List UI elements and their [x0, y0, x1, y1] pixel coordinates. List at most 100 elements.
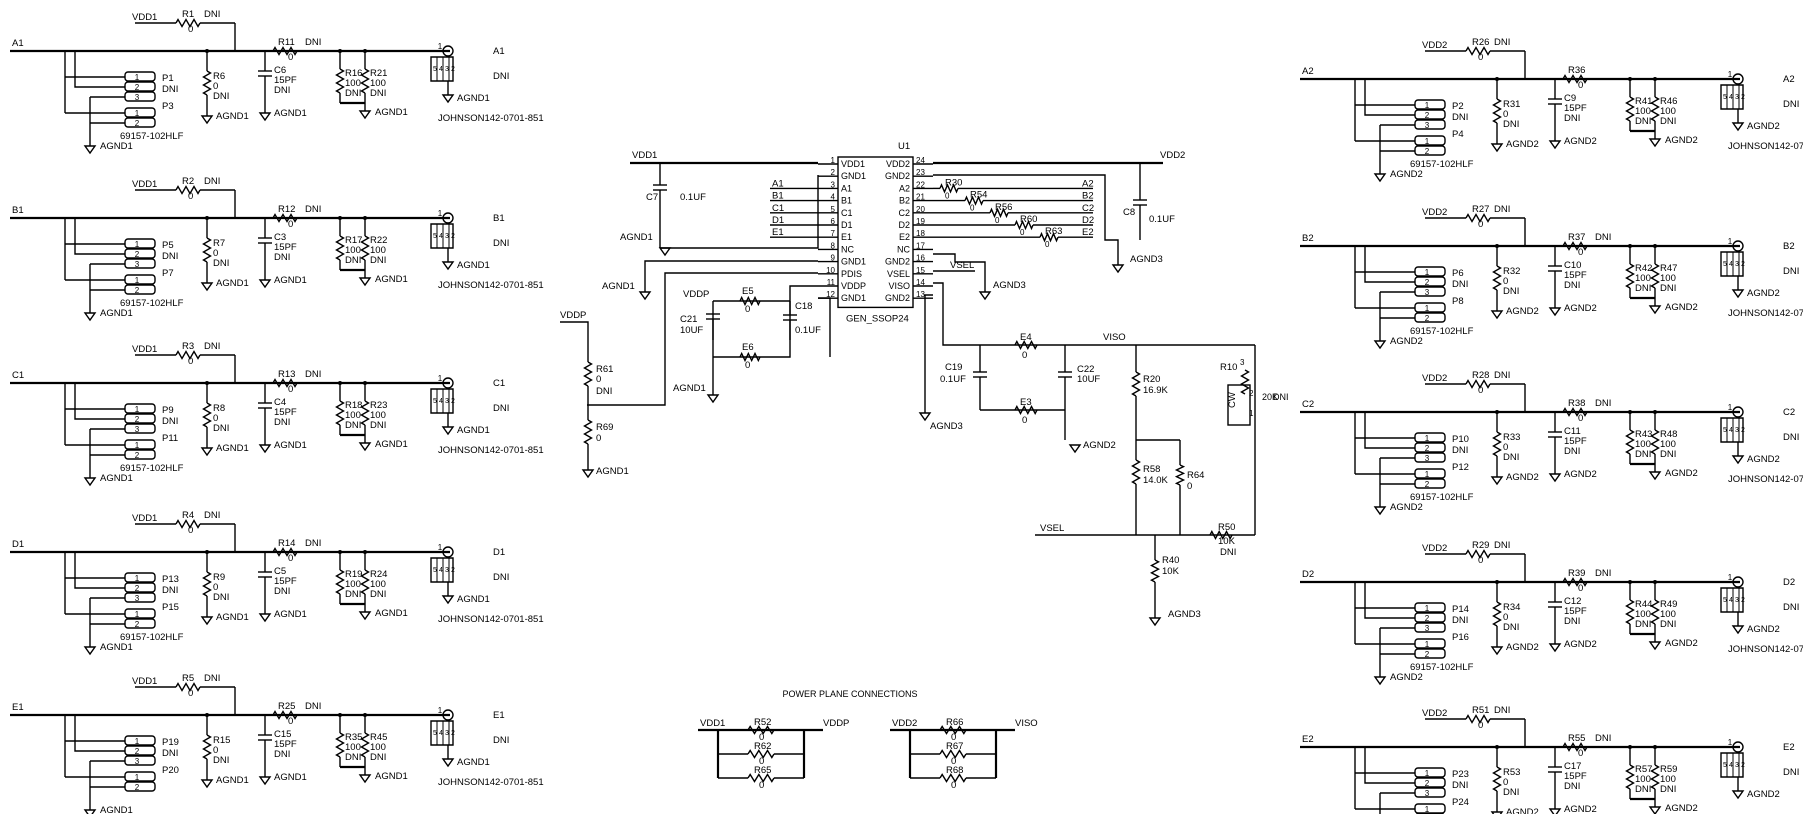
- termination-resistor: [360, 732, 370, 758]
- value-label: 10K: [1162, 566, 1180, 577]
- ref-label: R10: [1220, 362, 1237, 373]
- gnd-symbol: [258, 776, 272, 786]
- gnd-symbol: [200, 282, 214, 292]
- pin-name: A1: [841, 183, 852, 193]
- pin-num: 5: [433, 66, 437, 73]
- ref-label: R12: [278, 204, 295, 215]
- pin-num: 3: [1735, 762, 1739, 769]
- header-ref: P8: [1452, 296, 1464, 307]
- header-pin: [1414, 612, 1446, 623]
- pin-num: 3: [1425, 288, 1430, 297]
- value-label: 0: [1578, 583, 1583, 594]
- connector-body: [430, 720, 454, 746]
- gnd-label: AGND1: [100, 141, 133, 152]
- output-resistor: [272, 378, 298, 388]
- pin-num: 1: [1425, 769, 1430, 778]
- gnd-symbol: [1490, 646, 1504, 656]
- value-label: 10UF: [1077, 374, 1100, 385]
- header-pin: [124, 403, 156, 414]
- part-label: JOHNSON142-0701-851: [438, 280, 544, 291]
- header-pin: [124, 117, 156, 128]
- shunt-resistor: [1492, 601, 1502, 627]
- pin-num: 1: [135, 240, 140, 249]
- header-ref: P7: [162, 268, 174, 279]
- ref-label: R32: [1503, 266, 1520, 277]
- hdr-wire: [74, 218, 125, 255]
- dni-label: DNI: [213, 423, 229, 434]
- value-label: 100: [1635, 106, 1651, 117]
- pin-num: 23: [916, 168, 925, 177]
- dni-label: DNI: [305, 369, 321, 380]
- ref-label: R21: [370, 68, 387, 79]
- pin-name: E2: [899, 232, 910, 242]
- e5-bead: [739, 295, 761, 307]
- pin-num: 1: [1728, 738, 1733, 747]
- header-ref: P16: [1452, 632, 1469, 643]
- ref-label: E5: [742, 286, 754, 297]
- shunt-capacitor: [1548, 98, 1562, 105]
- series-resistor: [1039, 231, 1059, 243]
- dni-label: DNI: [345, 255, 361, 266]
- gnd-label: AGND2: [1390, 502, 1423, 513]
- termination-resistor: [335, 400, 345, 426]
- dni-label: DNI: [162, 416, 178, 427]
- net-label: D1: [12, 539, 24, 550]
- header-pin: [1414, 99, 1446, 110]
- value-label: 0: [1578, 80, 1583, 91]
- value-label: 0: [1478, 219, 1483, 230]
- dni-label: DNI: [1783, 432, 1799, 443]
- value-label: 15PF: [1564, 771, 1587, 782]
- gnd-symbol: [1490, 143, 1504, 153]
- pin-num: 4: [831, 193, 836, 202]
- header-pin: [124, 248, 156, 259]
- value-label: 100: [345, 742, 361, 753]
- pin-num: 2: [1425, 444, 1430, 453]
- dni-label: DNI: [305, 538, 321, 549]
- gnd-label: AGND1: [100, 308, 133, 319]
- connector-label: B2: [1783, 241, 1795, 252]
- value-label: 0: [1503, 612, 1508, 623]
- part-label: 69157-102HLF: [1410, 492, 1474, 503]
- gnd-symbol: [978, 291, 992, 301]
- shunt-resistor: [202, 571, 212, 597]
- part-label: JOHNSON142-0701-851: [1728, 308, 1803, 319]
- header-pin: [1414, 622, 1446, 633]
- gnd-symbol: [83, 809, 97, 814]
- dni-label: DNI: [1452, 445, 1468, 456]
- pin-num: 1: [438, 42, 443, 51]
- pin-name: GND1: [841, 171, 866, 181]
- gnd-symbol: [258, 112, 272, 122]
- value-label: 10UF: [680, 325, 703, 336]
- shunt-resistor: [1492, 431, 1502, 457]
- connector-center: [1732, 73, 1744, 85]
- header-ref: P6: [1452, 268, 1464, 279]
- pin-num: 3: [445, 398, 449, 405]
- pin-num: 3: [1425, 789, 1430, 798]
- gnd-symbol: [200, 447, 214, 457]
- termination-resistor: [1625, 96, 1635, 122]
- ref-label: R39: [1568, 568, 1585, 579]
- pin-num: 1: [1425, 304, 1430, 313]
- pin-num: 1: [1425, 268, 1430, 277]
- pin-num: 2: [135, 783, 140, 792]
- gnd-label: AGND1: [100, 473, 133, 484]
- pin-num: 1: [438, 543, 443, 552]
- shunt-capacitor: [258, 571, 272, 578]
- ref-label: R68: [946, 765, 963, 776]
- value-label: 100: [1635, 273, 1651, 284]
- value-label: 0: [213, 81, 218, 92]
- header-pin: [124, 745, 156, 756]
- gnd-symbol: [358, 277, 372, 287]
- pin-num: 1: [438, 706, 443, 715]
- dni-label: DNI: [1220, 547, 1236, 558]
- value-label: 100: [345, 410, 361, 421]
- header-ref: P5: [162, 240, 174, 251]
- header-ref: P12: [1452, 462, 1469, 473]
- termination-resistor: [1650, 429, 1660, 455]
- pdis-wire: [587, 272, 818, 406]
- shunt-resistor: [202, 734, 212, 760]
- header-pin: [124, 91, 156, 102]
- connector-center: [1732, 240, 1744, 252]
